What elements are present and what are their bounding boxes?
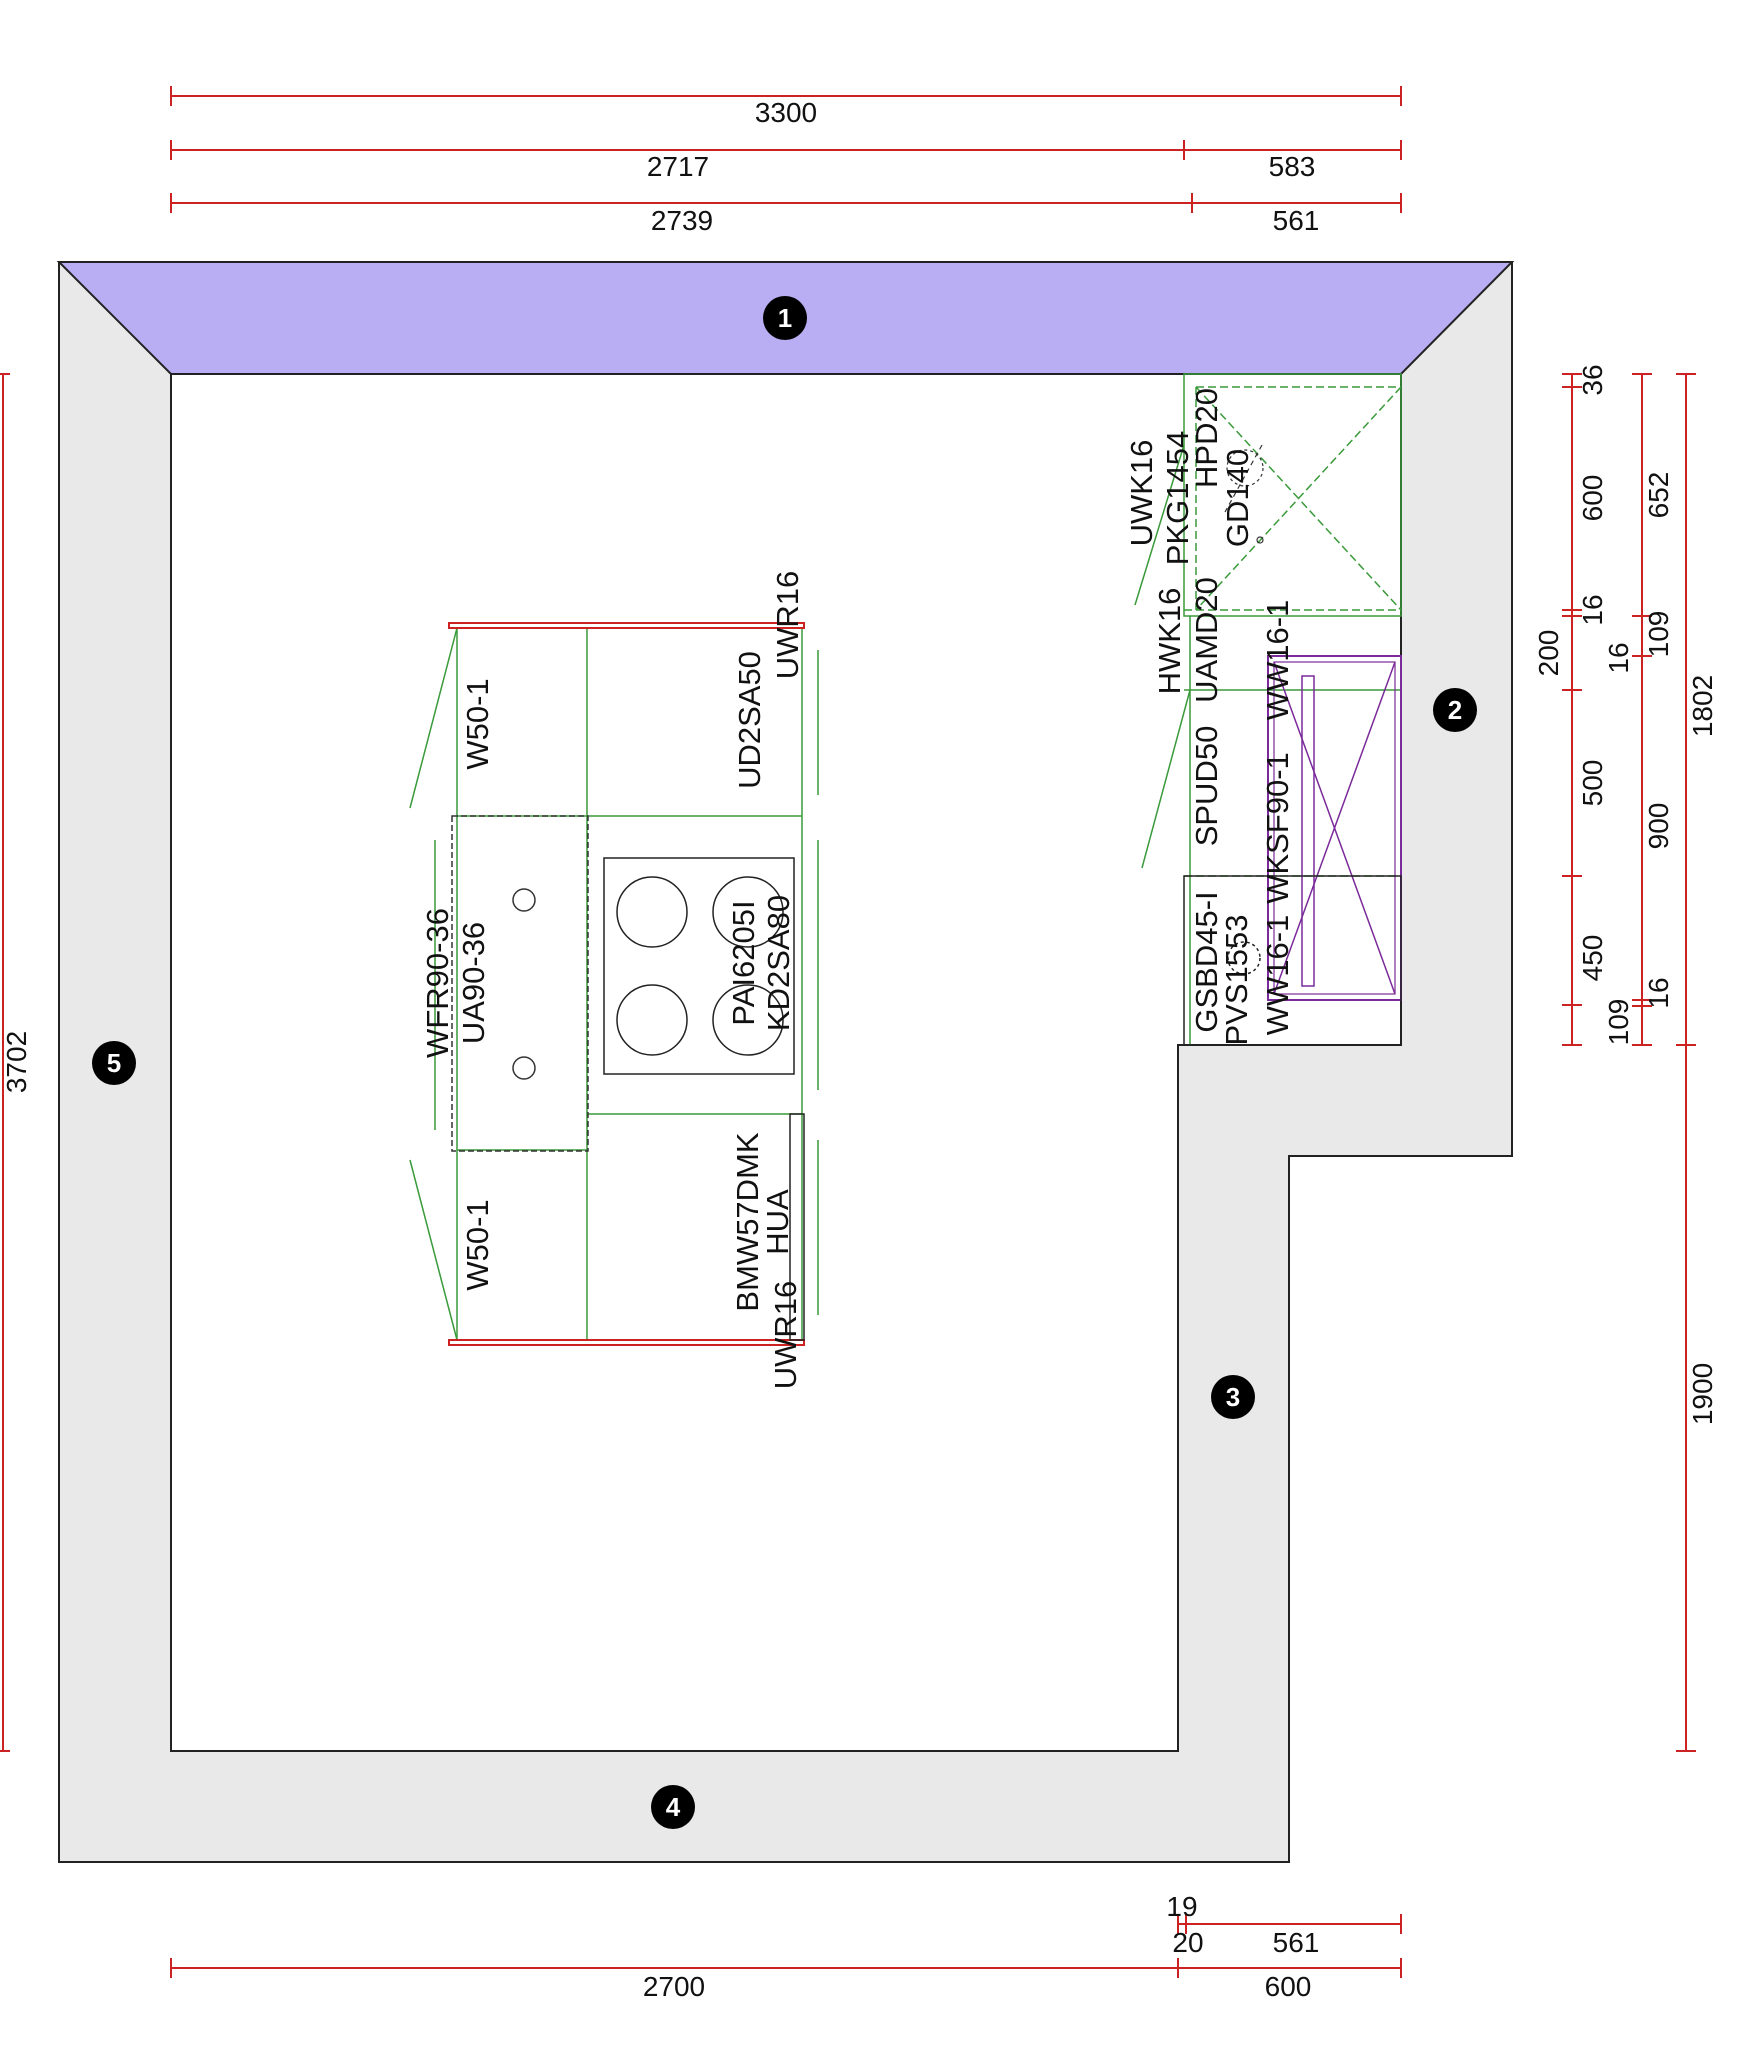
wall-marker-5[interactable]: 5	[92, 1041, 136, 1085]
island-end-panels	[448, 622, 805, 1346]
dim-top-583: 583	[1269, 151, 1316, 182]
walls	[56, 261, 1515, 1863]
wall-marker-2[interactable]: 2	[1433, 688, 1477, 732]
dim-right-16a: 16	[1577, 594, 1608, 625]
label-uamd20[interactable]: UAMD20	[1189, 577, 1224, 703]
svg-text:2: 2	[1448, 695, 1462, 725]
svg-text:4: 4	[666, 1792, 681, 1822]
wall-markers: 1 2 3 4 5	[92, 296, 1477, 1829]
dim-right-109a: 109	[1603, 999, 1634, 1046]
dim-right-200: 200	[1533, 630, 1564, 677]
wall-marker-1[interactable]: 1	[763, 296, 807, 340]
hob[interactable]	[603, 857, 795, 1075]
label-uwr16-top[interactable]: UWR16	[770, 571, 805, 680]
svg-text:3: 3	[1226, 1382, 1240, 1412]
wall-unit-cabinets	[1134, 373, 1402, 1045]
label-pai6205i[interactable]: PAI6205I	[726, 900, 761, 1025]
dimension-labels: 3300 2717 583 2739 561 19 20 561 2700 60…	[1, 97, 1718, 2002]
dim-right-450: 450	[1577, 935, 1608, 982]
label-gsbd45[interactable]: GSBD45-I	[1189, 891, 1224, 1032]
dim-right-36: 36	[1577, 364, 1608, 395]
dim-right-1802: 1802	[1687, 675, 1718, 737]
gd140-detail	[1224, 444, 1264, 544]
sink-tap-icon	[512, 888, 536, 912]
label-ww16-bottom[interactable]: WW16-1	[1260, 915, 1295, 1036]
svg-text:1: 1	[778, 303, 792, 333]
label-hwk16[interactable]: HWK16	[1152, 588, 1187, 695]
label-pvs1553[interactable]: PVS1553	[1219, 915, 1254, 1046]
dim-right-16c: 16	[1643, 977, 1674, 1008]
dim-right-500: 500	[1577, 760, 1608, 807]
dim-right-900: 900	[1643, 803, 1674, 850]
label-spud50[interactable]: SPUD50	[1189, 726, 1224, 847]
dim-bottom-19: 19	[1166, 1891, 1197, 1922]
label-bmw57dmk[interactable]: BMW57DMK	[730, 1132, 765, 1311]
label-uwr16-bottom[interactable]: UWR16	[768, 1281, 803, 1390]
dim-bottom-20: 20	[1172, 1927, 1203, 1958]
dim-right-109b: 109	[1643, 611, 1674, 658]
dim-bottom-2700: 2700	[643, 1971, 705, 2002]
dimension-lines	[0, 86, 1696, 1978]
label-hua[interactable]: HUA	[760, 1189, 795, 1255]
label-wksf90[interactable]: WKSF90-1	[1260, 752, 1295, 904]
dim-right-16b: 16	[1603, 642, 1634, 673]
burner-icon	[712, 984, 784, 1056]
label-w50-top[interactable]: W50-1	[460, 678, 495, 769]
label-pkg1454[interactable]: PKG1454	[1160, 431, 1195, 565]
burner-icon	[712, 876, 784, 948]
wall-marker-4[interactable]: 4	[651, 1785, 695, 1829]
dim-top-total: 3300	[755, 97, 817, 128]
dim-left-total: 3702	[1, 1031, 32, 1093]
label-hpd20[interactable]: HPD20	[1189, 388, 1224, 488]
dim-top-2739: 2739	[651, 205, 713, 236]
dim-right-600: 600	[1577, 475, 1608, 522]
wall-units[interactable]: UWK16 PKG1454 HPD20 GD140 HWK16 UAMD20 W…	[1124, 373, 1402, 1046]
wall-unit-outline	[1183, 875, 1402, 1046]
wall-sink[interactable]	[1267, 655, 1402, 1001]
dim-bottom-561: 561	[1273, 1927, 1320, 1958]
island[interactable]: W50-1 UD2SA50 UWR16 WFR90-36 UA90-36 PAI…	[409, 571, 819, 1390]
sink-drain-icon	[512, 1056, 536, 1080]
svg-text:5: 5	[107, 1048, 121, 1078]
burner-icon	[616, 984, 688, 1056]
label-gd140[interactable]: GD140	[1220, 449, 1255, 547]
dim-right-652: 652	[1643, 472, 1674, 519]
label-kd2sa80[interactable]: KD2SA80	[761, 895, 796, 1031]
label-w50-bottom[interactable]: W50-1	[460, 1199, 495, 1290]
label-ww16-top[interactable]: WW16-1	[1260, 600, 1295, 721]
label-ud2sa50[interactable]: UD2SA50	[732, 651, 767, 789]
wall-marker-3[interactable]: 3	[1211, 1375, 1255, 1419]
dim-top-561: 561	[1273, 205, 1320, 236]
label-ua90[interactable]: UA90-36	[456, 922, 491, 1044]
label-uwk16[interactable]: UWK16	[1124, 440, 1159, 547]
dim-bottom-600: 600	[1265, 1971, 1312, 2002]
oven-outline	[789, 1113, 805, 1341]
dim-top-2717: 2717	[647, 151, 709, 182]
burner-icon	[616, 876, 688, 948]
label-wfr90[interactable]: WFR90-36	[420, 908, 455, 1058]
dim-right-1900: 1900	[1687, 1363, 1718, 1425]
sink[interactable]	[451, 815, 589, 1152]
